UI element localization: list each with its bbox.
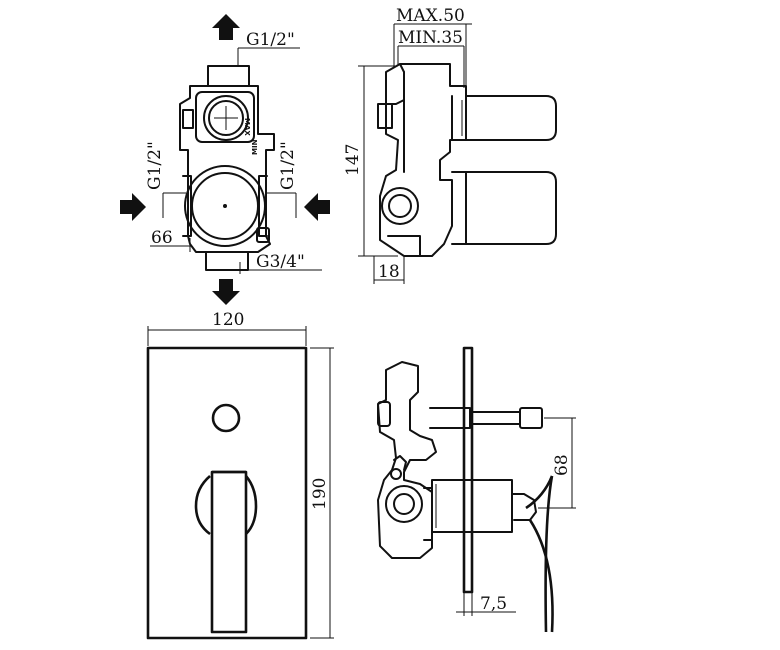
cover-plate-front-view: 120 190 xyxy=(146,310,334,640)
right-thread-label: G1/2" xyxy=(278,141,298,190)
left-thread-label: G1/2" xyxy=(145,141,165,190)
dim-66-label: 66 xyxy=(151,228,173,248)
dim-68-label: 68 xyxy=(552,454,572,476)
dim-7-5-label: 7,5 xyxy=(480,594,507,614)
dim-147-label: 147 xyxy=(343,144,363,176)
max-mark: MAX xyxy=(243,118,251,136)
valve-body-side-view: MAX.50 MIN.35 147 18 xyxy=(343,6,557,284)
right-arrow-icon xyxy=(120,193,146,221)
plate-width-label: 120 xyxy=(212,310,244,330)
mixer-side-section-view: 68 7,5 xyxy=(377,346,576,633)
max-depth-label: MAX.50 xyxy=(396,6,465,26)
min-mark: MIN xyxy=(251,139,259,155)
up-arrow-icon xyxy=(212,14,240,40)
valve-body-front-view: MAX MIN G1/2" G1/2" G1/2" 66 G3/4" xyxy=(120,14,330,305)
bottom-thread-label: G3/4" xyxy=(256,252,305,272)
min-depth-label: MIN.35 xyxy=(398,28,463,48)
plate-height-label: 190 xyxy=(310,478,330,510)
dim-18-label: 18 xyxy=(378,262,400,282)
top-thread-label: G1/2" xyxy=(246,30,295,50)
left-arrow-icon xyxy=(304,193,330,221)
down-arrow-icon xyxy=(212,279,240,305)
